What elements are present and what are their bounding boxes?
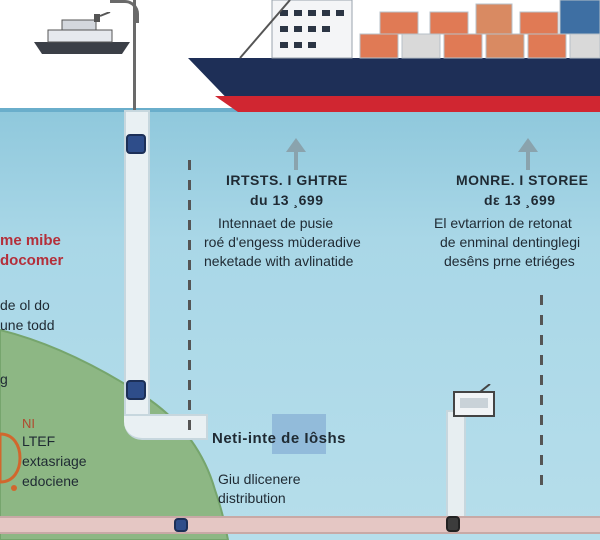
center-title: IRTSTS. I GHTRE [226,172,348,188]
seabed-pipeline [0,516,600,534]
bottom-line2: distribution [218,490,286,506]
right-line1: El evtarrion de retonat [434,215,572,231]
left-small-line2: LTEF [22,433,56,449]
mast-hook [110,0,139,23]
center-line1: Intennaet de pusie [218,215,334,231]
mast [133,0,136,110]
pipe-marker-bottom [126,380,146,400]
left-heading-line1: me mibe [0,232,61,249]
center-line3: neketade with avlinatide [204,253,354,269]
cargo-ship-icon [188,0,600,112]
monitor-icon [453,384,495,417]
arrow-right-shaft [526,152,530,170]
left-small-line1: NI [22,416,35,431]
horizontal-pipeline [124,414,208,440]
left-heading-line2: docomer [0,252,64,269]
left-text-line2: une todd [0,317,55,333]
ferry-icon [34,12,130,54]
right-line3: desêns prne etriéges [444,253,575,269]
right-title: MONRE. I STOREE [456,172,589,188]
bottom-line1: Giu dlicenere [218,471,301,487]
left-text-line3: g [0,371,8,387]
center-subtitle: du 13 ¸699 [250,192,324,208]
highlight-panel [272,414,326,454]
pipe-marker-right [446,516,460,532]
arrow-center-head [286,138,306,152]
left-warning-icon [0,432,22,491]
pipe-marker-seabed [174,518,188,532]
center-line2: roé d'engess mùderadive [204,234,361,250]
right-pipeline [446,410,466,524]
right-line2: de enminal dentinglegi [440,234,581,250]
divider-left [188,160,191,430]
pipe-marker-top [126,134,146,154]
arrow-right-head [518,138,538,152]
left-small-line3: extasriage [22,453,87,469]
bottom-title: Neti-inte de Iôshs [212,430,347,447]
divider-right [540,295,543,495]
right-subtitle: dε 13 ¸699 [484,192,556,208]
left-text-line1: de ol do [0,297,50,313]
arrow-center-shaft [294,152,298,170]
left-small-line4: edociene [22,473,79,489]
